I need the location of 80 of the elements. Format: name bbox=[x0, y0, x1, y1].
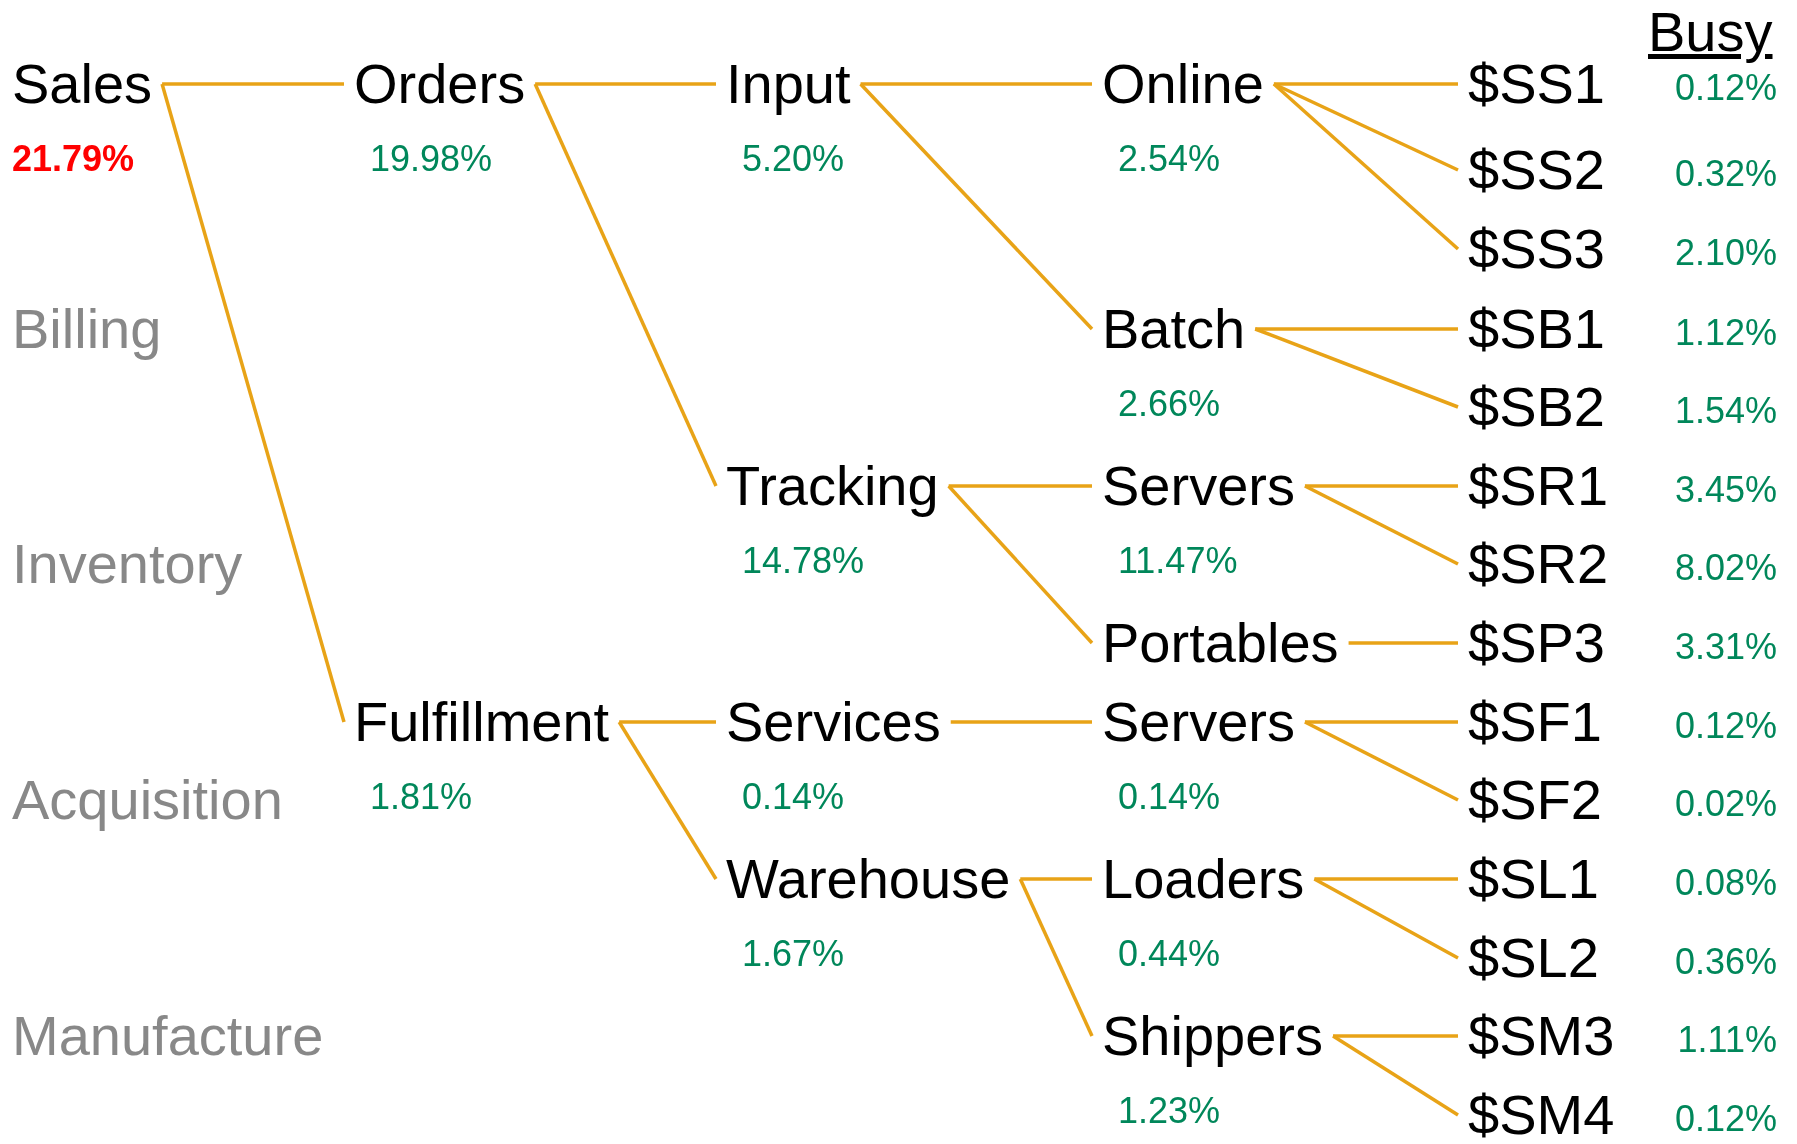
category-label: Manufacture bbox=[12, 1008, 324, 1064]
connector-line bbox=[1273, 82, 1459, 172]
percentage-value: 0.14% bbox=[742, 779, 845, 815]
node-label: Servers bbox=[1102, 694, 1295, 750]
percentage-value: 0.08% bbox=[1674, 865, 1777, 901]
node-label: $SM3 bbox=[1468, 1008, 1615, 1064]
percentage-value: 0.14% bbox=[1118, 779, 1221, 815]
percentage-value: 0.36% bbox=[1674, 944, 1777, 980]
percentage-value: 1.12% bbox=[1674, 315, 1777, 351]
node-label: Services bbox=[726, 694, 941, 750]
percentage-value: 14.78% bbox=[742, 543, 865, 579]
connector-line bbox=[1304, 720, 1458, 724]
node-label: $SS2 bbox=[1468, 142, 1605, 198]
percentage-value: 21.79% bbox=[12, 141, 135, 177]
node-label: $SL2 bbox=[1468, 930, 1599, 986]
connector-line bbox=[1332, 1034, 1459, 1117]
percentage-value: 1.67% bbox=[742, 936, 845, 972]
percentage-value: 0.32% bbox=[1674, 156, 1777, 192]
node-label: $SF1 bbox=[1468, 694, 1602, 750]
connector-line bbox=[859, 82, 1094, 331]
connector-line bbox=[1333, 1034, 1458, 1038]
node-label: $SB1 bbox=[1468, 301, 1605, 357]
percentage-value: 19.98% bbox=[370, 141, 493, 177]
percentage-value: 3.31% bbox=[1674, 629, 1777, 665]
percentage-value: 0.12% bbox=[1674, 1101, 1777, 1137]
connector-line bbox=[860, 82, 1092, 86]
connector-line bbox=[1020, 877, 1092, 881]
connector-line bbox=[1314, 877, 1458, 881]
percentage-value: 2.54% bbox=[1118, 141, 1221, 177]
connector-line bbox=[1255, 327, 1458, 331]
node-label: Batch bbox=[1102, 301, 1246, 357]
node-label: $SP3 bbox=[1468, 615, 1605, 671]
percentage-value: 0.12% bbox=[1674, 70, 1777, 106]
connector-line bbox=[617, 721, 718, 880]
node-label: Loaders bbox=[1102, 851, 1305, 907]
percentage-value: 2.66% bbox=[1118, 386, 1221, 422]
percentage-value: 2.10% bbox=[1674, 235, 1777, 271]
percentage-value: 1.11% bbox=[1677, 1022, 1777, 1058]
connector-line bbox=[947, 484, 1094, 645]
percentage-value: 8.02% bbox=[1674, 550, 1777, 586]
percentage-value: 0.12% bbox=[1674, 708, 1777, 744]
connector-line bbox=[619, 720, 716, 724]
percentage-value: 5.20% bbox=[742, 141, 845, 177]
connector-line bbox=[160, 83, 346, 723]
node-label: Warehouse bbox=[726, 851, 1011, 907]
percentage-value: 1.54% bbox=[1674, 393, 1777, 429]
node-label: $SF2 bbox=[1468, 772, 1602, 828]
node-label: $SS1 bbox=[1468, 56, 1605, 112]
node-label: $SM4 bbox=[1468, 1087, 1615, 1143]
connector-line bbox=[1304, 484, 1458, 488]
connector-line bbox=[1304, 720, 1459, 802]
connector-line bbox=[162, 82, 344, 86]
node-label: Fulfillment bbox=[354, 694, 610, 750]
percentage-value: 0.02% bbox=[1674, 786, 1777, 822]
connector-line bbox=[1313, 877, 1459, 960]
connector-line bbox=[948, 484, 1092, 488]
connector-line bbox=[1348, 641, 1458, 645]
connector-line bbox=[1018, 878, 1094, 1037]
node-label: $SL1 bbox=[1468, 851, 1599, 907]
node-label: Sales bbox=[12, 56, 153, 112]
percentage-value: 1.81% bbox=[370, 779, 473, 815]
connector-line bbox=[1304, 484, 1459, 566]
percentage-value: 3.45% bbox=[1674, 472, 1777, 508]
node-label: Online bbox=[1102, 56, 1264, 112]
connector-line bbox=[950, 720, 1092, 724]
node-label: $SS3 bbox=[1468, 221, 1605, 277]
percentage-value: 1.23% bbox=[1118, 1093, 1221, 1129]
connector-line bbox=[535, 82, 716, 86]
node-label: Servers bbox=[1102, 458, 1295, 514]
node-label: $SB2 bbox=[1468, 379, 1605, 435]
node-label: Portables bbox=[1102, 615, 1339, 671]
connector-line bbox=[1254, 327, 1459, 409]
connector-line bbox=[533, 83, 718, 487]
percentage-value: 0.44% bbox=[1118, 936, 1221, 972]
node-label: $SR2 bbox=[1468, 536, 1609, 592]
node-label: $SR1 bbox=[1468, 458, 1609, 514]
percentage-value: 11.47% bbox=[1118, 543, 1238, 579]
node-label: Orders bbox=[354, 56, 526, 112]
connector-line bbox=[1273, 82, 1458, 86]
connector-line bbox=[1272, 82, 1460, 251]
